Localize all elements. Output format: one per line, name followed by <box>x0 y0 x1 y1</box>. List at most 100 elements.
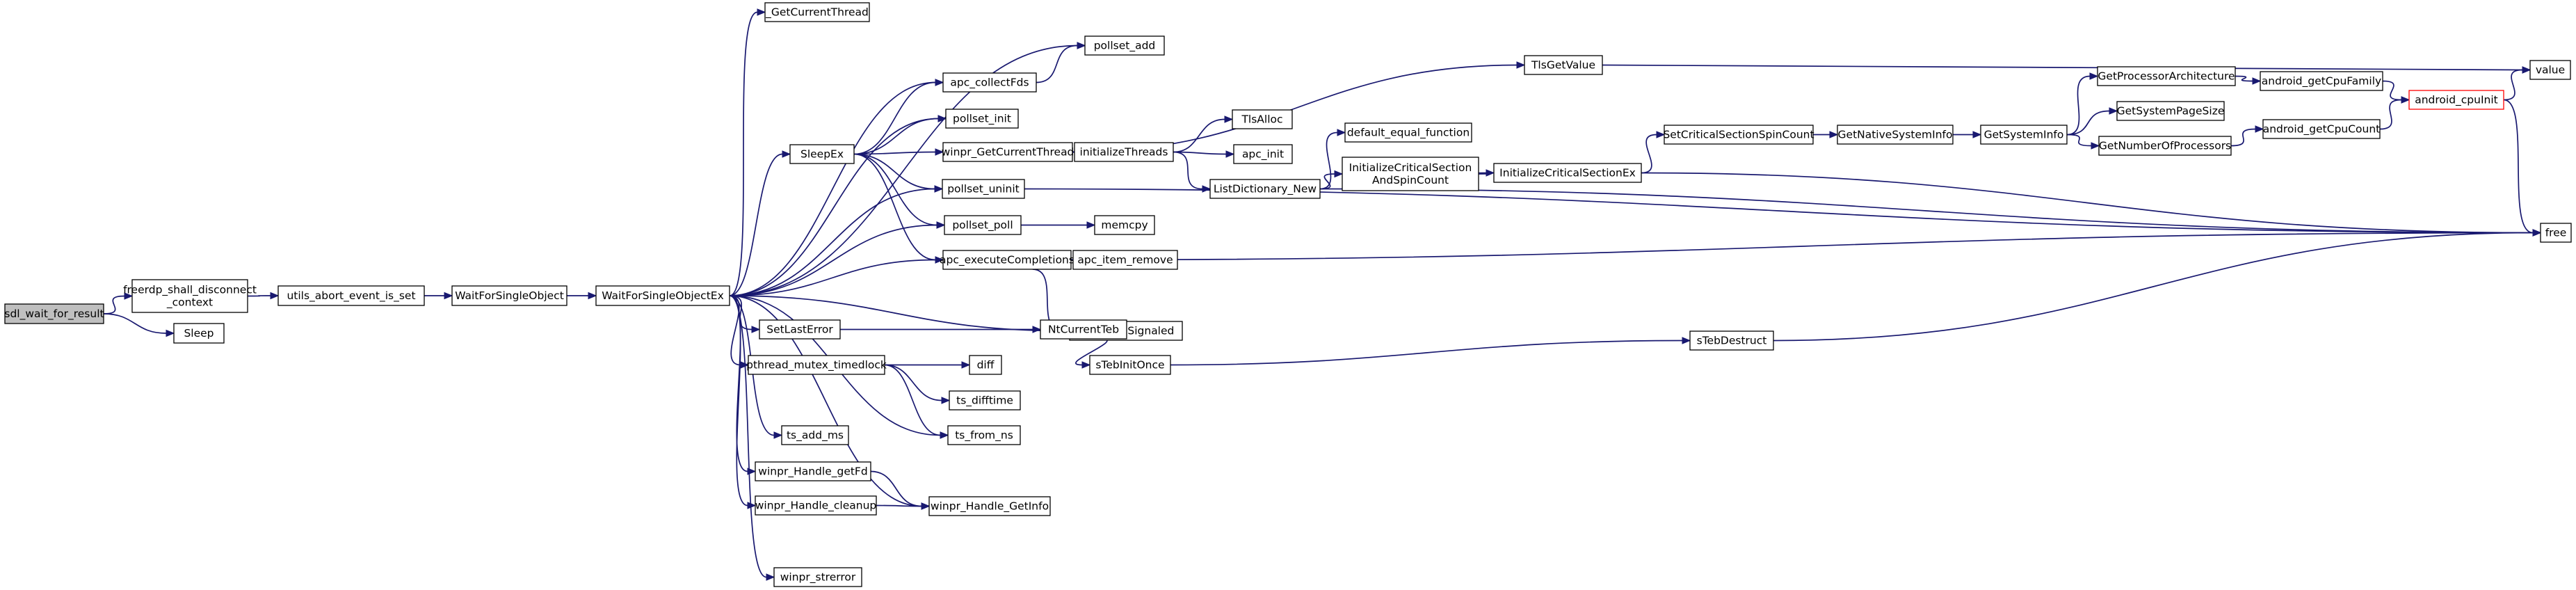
function-node[interactable]: free <box>2540 223 2572 243</box>
function-node[interactable]: _GetCurrentThread <box>764 2 870 22</box>
function-node[interactable]: SleepEx <box>789 144 855 164</box>
node-box <box>759 319 841 340</box>
function-node[interactable]: freerdp_shall_disconnect_context <box>123 279 257 313</box>
call-edge <box>1773 232 2534 342</box>
function-node[interactable]: pollset_init <box>945 109 1019 129</box>
function-node[interactable]: apc_item_remove <box>1072 250 1178 270</box>
function-node[interactable]: winpr_Handle_cleanup <box>755 495 877 516</box>
node-label: ListDictionary_New <box>1214 183 1317 196</box>
function-node[interactable]: sTebDestruct <box>1689 330 1774 351</box>
function-node[interactable]: TlsGetValue <box>1524 55 1603 75</box>
function-node[interactable]: winpr_Handle_getFd <box>755 461 871 481</box>
function-node[interactable]: sdl_wait_for_result <box>4 303 104 324</box>
function-node[interactable]: diff <box>969 355 1002 375</box>
node-label: apc_init <box>1242 148 1284 161</box>
function-node[interactable]: SetCriticalSectionSpinCount <box>1663 125 1814 145</box>
call-edge <box>729 81 936 296</box>
call-edge <box>729 295 752 330</box>
arrowhead <box>1682 337 1691 344</box>
call-edge <box>853 153 936 261</box>
arrowhead <box>1202 185 1211 193</box>
call-edge <box>729 188 935 296</box>
call-edge <box>853 153 937 226</box>
call-edge <box>729 259 936 296</box>
function-node[interactable]: pollset_uninit <box>942 179 1025 199</box>
function-node[interactable]: winpr_GetCurrentThread <box>942 142 1074 162</box>
function-node[interactable]: WaitForSingleObject <box>451 285 567 306</box>
function-node[interactable]: android_getCpuCount <box>2262 119 2381 139</box>
function-node[interactable]: ListDictionary_New <box>1209 179 1321 199</box>
function-node[interactable]: InitializeCriticalSectionEx <box>1493 163 1642 183</box>
function-node[interactable]: SetLastError <box>759 319 841 340</box>
node-box <box>1493 163 1642 183</box>
function-node[interactable]: android_cpuInit <box>2408 90 2504 110</box>
node-label: pthread_mutex_timedlock <box>746 359 887 372</box>
arrowhead <box>1486 169 1495 177</box>
function-node[interactable]: GetProcessorArchitecture <box>2097 66 2236 86</box>
arrowhead <box>940 431 949 439</box>
function-node[interactable]: apc_init <box>1233 144 1293 164</box>
node-box <box>947 425 1021 445</box>
function-node[interactable]: WaitForSingleObjectEx <box>595 285 730 306</box>
arrowhead <box>936 221 946 229</box>
node-box <box>2408 90 2504 110</box>
call-edge <box>2066 110 2110 136</box>
node-label: AndSpinCount <box>1372 174 1449 186</box>
function-node[interactable]: ts_difftime <box>949 390 1021 410</box>
node-box <box>1074 142 1174 162</box>
function-node[interactable]: sTebInitOnce <box>1089 355 1171 375</box>
node-box <box>2116 101 2225 121</box>
node-label: free <box>2545 227 2567 239</box>
function-node[interactable]: apc_collectFds <box>942 72 1037 93</box>
function-node[interactable]: default_equal_function <box>1344 122 1472 143</box>
function-node[interactable]: NtCurrentTeb <box>1040 319 1127 340</box>
function-node[interactable]: pollset_add <box>1084 35 1165 56</box>
node-box <box>755 495 877 516</box>
node-label: value <box>2536 64 2565 77</box>
node-box <box>949 390 1021 410</box>
node-label: GetSystemInfo <box>1984 129 2064 141</box>
node-label: TlsGetValue <box>1531 59 1595 72</box>
function-node[interactable]: ts_from_ns <box>947 425 1021 445</box>
arrowhead <box>1337 129 1346 136</box>
node-label: _GetCurrentThread <box>765 6 869 19</box>
function-node[interactable]: android_getCpuFamily <box>2260 71 2383 91</box>
call-edge <box>729 153 783 296</box>
arrowhead <box>935 79 944 86</box>
node-box <box>2098 136 2232 156</box>
function-node[interactable]: GetSystemInfo <box>1980 125 2068 145</box>
call-edge <box>1173 151 1203 190</box>
call-edge <box>729 295 767 578</box>
call-edge <box>729 295 741 366</box>
function-node[interactable]: winpr_Handle_GetInfo <box>928 496 1051 516</box>
function-node[interactable]: Sleep <box>173 323 225 344</box>
function-node[interactable]: apc_executeCompletions <box>940 250 1074 270</box>
function-node[interactable]: GetNativeSystemInfo <box>1837 125 1954 145</box>
function-node[interactable]: utils_abort_event_is_set <box>277 285 425 306</box>
node-box <box>773 567 862 587</box>
node-label: pollset_poll <box>952 219 1013 232</box>
function-node[interactable]: GetSystemPageSize <box>2116 101 2225 121</box>
function-node[interactable]: winpr_strerror <box>773 567 862 587</box>
function-node[interactable]: ts_add_ms <box>781 425 849 445</box>
node-box <box>1837 125 1954 145</box>
call-edge <box>729 295 748 507</box>
node-box <box>1089 355 1171 375</box>
arrowhead <box>1334 170 1344 178</box>
function-node[interactable]: value <box>2529 60 2571 80</box>
function-node[interactable]: initializeThreads <box>1074 142 1174 162</box>
function-node[interactable]: TlsAlloc <box>1232 109 1293 129</box>
function-node[interactable]: pollset_poll <box>944 215 1022 235</box>
call-edge <box>2379 99 2402 130</box>
node-label: SleepEx <box>800 148 844 161</box>
node-label: ts_from_ns <box>955 429 1013 442</box>
function-node[interactable]: GetNumberOfProcessors <box>2098 136 2232 156</box>
function-node[interactable]: pthread_mutex_timedlock <box>746 355 887 375</box>
node-label: utils_abort_event_is_set <box>287 289 415 303</box>
arrowhead <box>1077 42 1086 49</box>
node-box <box>1980 125 2068 145</box>
function-node[interactable]: memcpy <box>1094 215 1155 235</box>
arrowhead <box>1032 326 1042 333</box>
node-label: SetCriticalSectionSpinCount <box>1663 129 1814 141</box>
